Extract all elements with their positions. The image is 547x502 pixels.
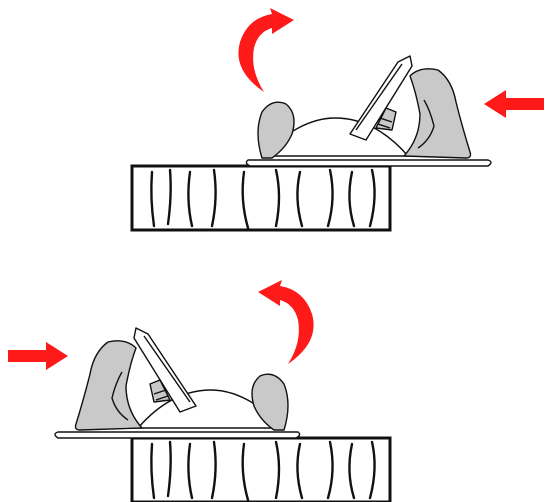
push-arrow	[8, 342, 68, 370]
wood-board	[132, 166, 390, 230]
rotation-arrow	[238, 8, 294, 92]
hand-plane	[246, 56, 491, 166]
rotation-arrow	[258, 280, 314, 364]
push-arrow	[484, 90, 544, 118]
wood-board	[132, 438, 390, 502]
rotation-arrow-shape	[258, 280, 314, 364]
panel-2	[8, 280, 390, 502]
push-arrow-shape	[8, 342, 68, 370]
hand-plane	[55, 328, 300, 438]
panel-1	[132, 8, 544, 230]
push-arrow-shape	[484, 90, 544, 118]
rotation-arrow-shape	[238, 8, 294, 92]
